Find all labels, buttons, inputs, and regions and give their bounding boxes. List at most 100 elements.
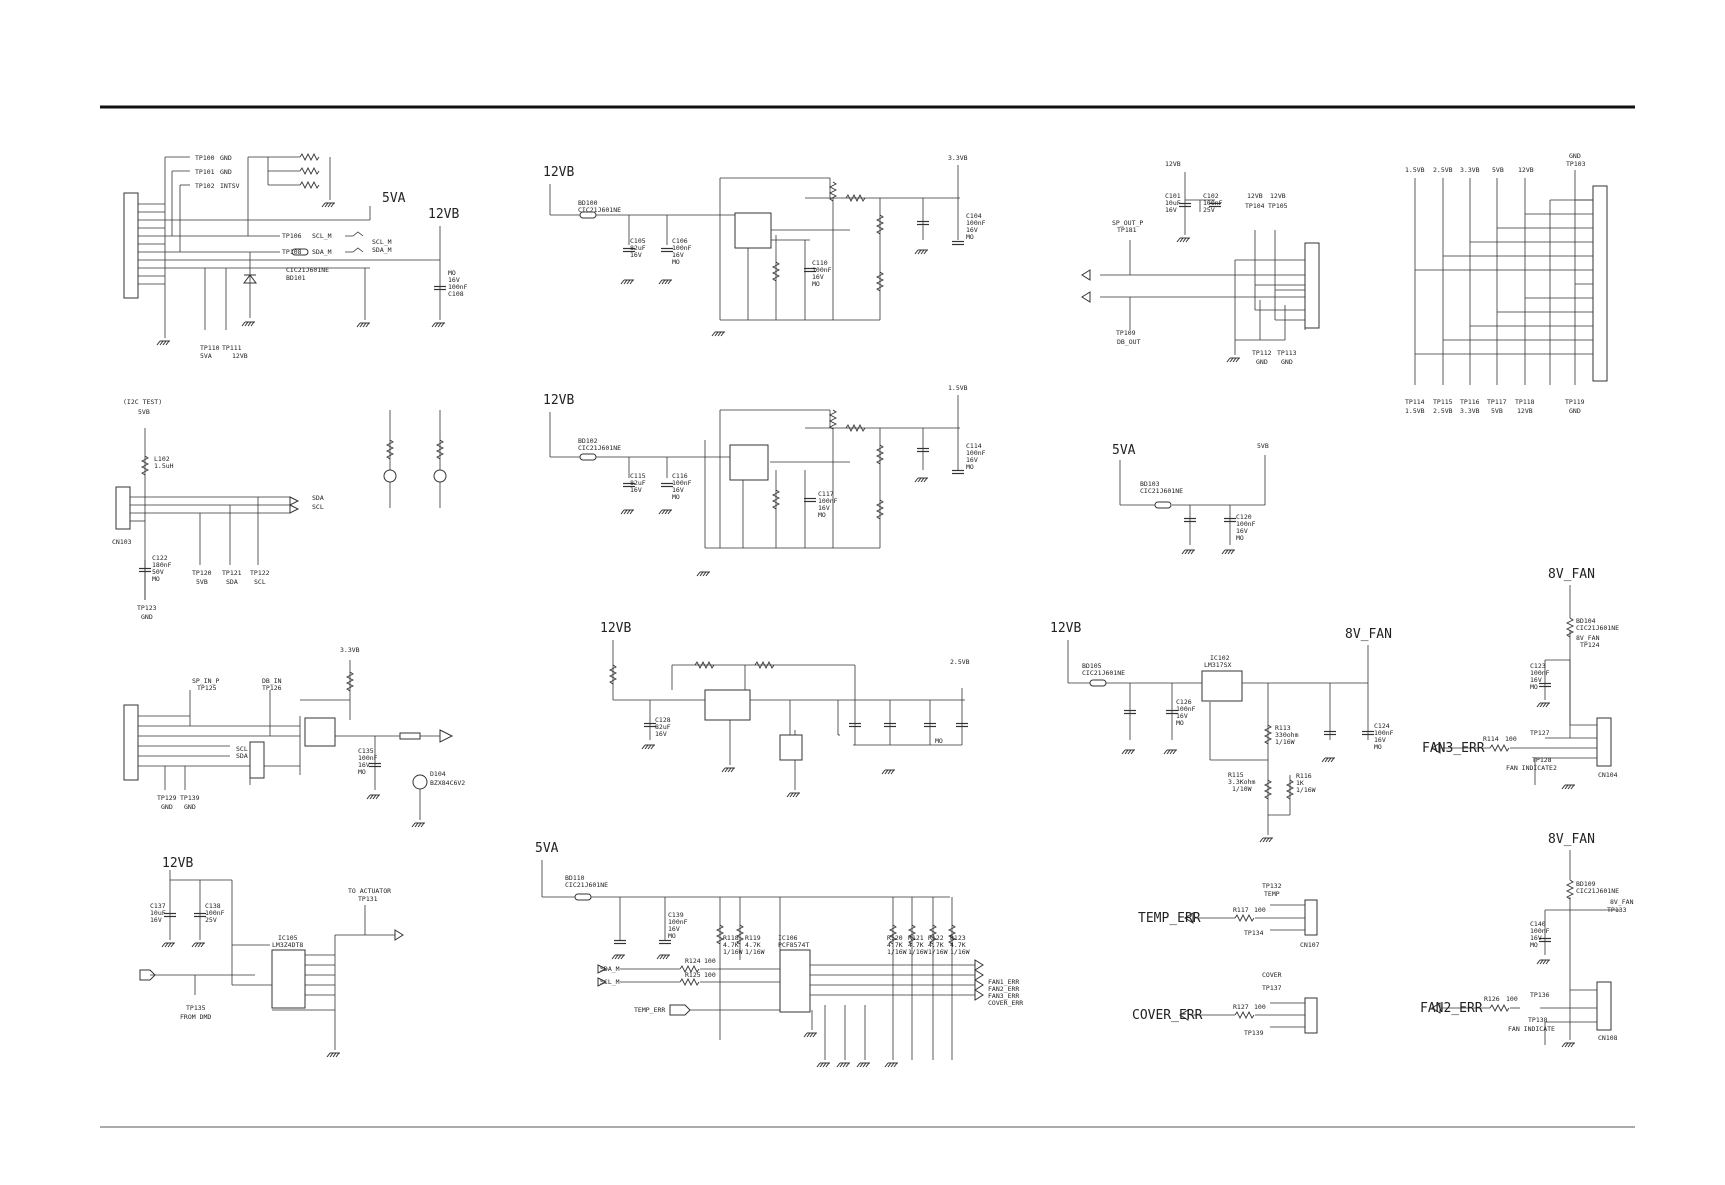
label-bd101-part: CIC21J601NE [286,266,329,274]
label-r116-val: 1K [1296,779,1304,787]
label-tp104: TP104 [1245,202,1265,210]
label-c102: C102 [1203,192,1219,200]
label-tp105: TP105 [1268,202,1288,210]
label-bd109: BD109 [1576,880,1596,888]
label-c106-v: 16V [672,251,684,259]
label-c110: C110 [812,259,828,267]
block-cover-connector: COVER TP137 COVER_ERR R127 100 TP139 [1132,971,1318,1037]
label-c117-mo: MO [818,511,826,519]
label-c114: C114 [966,442,982,450]
label-cn108: CN108 [1598,1034,1618,1042]
connector-cn108 [1596,981,1612,1031]
label-r124: R124 [685,957,701,965]
block-3v3-regulator: 12VB 3.3VB BD100 CIC21J601NE C105 82uF 1… [543,154,986,337]
label-5vb-d: 5VB [138,408,150,416]
label-c108-mo: MO [448,269,456,277]
label-tp135: TP135 [186,1004,206,1012]
label-c115: C115 [630,472,646,480]
label-c123-val: 100nF [1530,669,1550,677]
label-c104-v: 16V [966,226,978,234]
label-fan2-err-p: FAN2_ERR [1420,1001,1483,1016]
label-bd105: BD105 [1082,662,1102,670]
label-c139-v: 16V [668,925,680,933]
label-r120-p: 1/16W [887,948,907,956]
label-db-out: DB_OUT [1117,338,1141,346]
label-r117-val: 100 [1254,906,1266,914]
label-fan3-err: FAN3_ERR [988,992,1019,1000]
label-tp126: TP126 [262,684,282,692]
label-c137-val: 10uF [150,909,166,917]
connector-cn103 [115,486,131,530]
label-gnd-tp103: GND [1569,152,1581,160]
label-scl-m-h: SCL_M [600,978,620,986]
label-scl-d: SCL [312,503,324,511]
label-tp103: TP103 [1566,160,1586,168]
label-r120: R120 [887,934,903,942]
label-cn104: CN104 [1598,771,1618,779]
label-tp113: TP113 [1277,349,1297,357]
connector-small-sda-scl [249,741,265,779]
label-sp-out-p: SP_OUT_P [1112,219,1143,227]
label-tp129-gnd: GND [161,803,173,811]
label-tp123-net: GND [141,613,153,621]
label-c122-v: 50V [152,568,164,576]
net-12vb-l: 12VB [1050,621,1081,636]
label-l102-val: 1.5uH [154,462,174,470]
label-db-in: DB_IN [262,677,282,685]
ic-regulator-2v5 [704,689,751,721]
connector-cn107 [1304,899,1318,936]
label-c115-v: 16V [630,486,642,494]
label-mo-e: MO [935,737,943,745]
label-tp129: TP129 [157,794,177,802]
label-temp-err-h: TEMP_ERR [634,1006,665,1014]
label-c126-mo: MO [1176,719,1184,727]
label-bd102-part: CIC21J601NE [578,444,621,452]
block-main-connector: TP100 GND TP101 GND TP102 INTSV 5VA 12VB… [123,153,468,360]
label-tp181: TP181 [1117,226,1137,234]
label-r123-val: 4.7K [950,941,966,949]
net-12vb-a: 12VB [428,207,459,222]
label-sda-m-out: SDA_M [372,246,392,254]
block-i2c-test: (I2C TEST) 5VB L102 1.5uH SDA SCL CN103 … [112,398,447,621]
label-c101-val: 10uF [1165,199,1181,207]
label-bd100: BD100 [578,199,598,207]
label-c137: C137 [150,902,166,910]
block-io-expander: 5VA BD110 CIC21J601NE C139 100nF 16V MO … [535,841,1023,1068]
label-bd105-part: CIC21J601NE [1082,669,1125,677]
label-tp124: TP124 [1580,641,1600,649]
label-r121-p: 1/16W [908,948,928,956]
label-c126: C126 [1176,698,1192,706]
label-bd109-part: CIC21J601NE [1576,887,1619,895]
net-12vb-c: 12VB [543,393,574,408]
label-c139-val: 100nF [668,918,688,926]
label-tp128: TP128 [1532,756,1552,764]
label-r125-val: 100 [704,971,716,979]
label-8v-fan-tp133: 8V_FAN [1610,898,1634,906]
label-cn103: CN103 [112,538,132,546]
label-l102: L102 [154,455,170,463]
label-r115-p: 1/10W [1232,785,1252,793]
block-power-rail-connector: GND TP103 1.5VB 2.5VB 3.3VB 5VB 12VB TP1… [1405,152,1608,415]
label-ic105-part: LM3Z4DT8 [272,941,303,949]
net-5va-k: 5VA [1112,443,1136,458]
label-c139: C139 [668,911,684,919]
label-sda-m-a: SDA_M [312,248,332,256]
label-c115-val: 82uF [630,479,646,487]
net-8v-fan-m: 8V_FAN [1548,567,1595,582]
net-12vb-e: 12VB [600,621,631,636]
label-tp102: TP102 [195,182,215,190]
label-tp116-net: 3.3VB [1460,407,1480,415]
label-bd110-part: CIC21J601NE [565,881,608,889]
label-r124-val: 100 [704,957,716,965]
label-3v3b-f: 3.3VB [340,646,360,654]
block-5vb-filter: 5VA 5VB BD103 CIC21J601NE C120 100nF 16V… [1112,442,1269,555]
label-r127: R127 [1233,1003,1249,1011]
label-12vb-j: 12VB [1518,166,1534,174]
label-tp133: TP133 [1607,906,1627,914]
label-r114-val: 100 [1505,735,1517,743]
label-2v5b-j: 2.5VB [1433,166,1453,174]
label-tp139-o: TP139 [1244,1029,1264,1037]
label-c110-mo: MO [812,280,820,288]
label-r113: R113 [1275,724,1291,732]
label-c140-mo: MO [1530,941,1538,949]
